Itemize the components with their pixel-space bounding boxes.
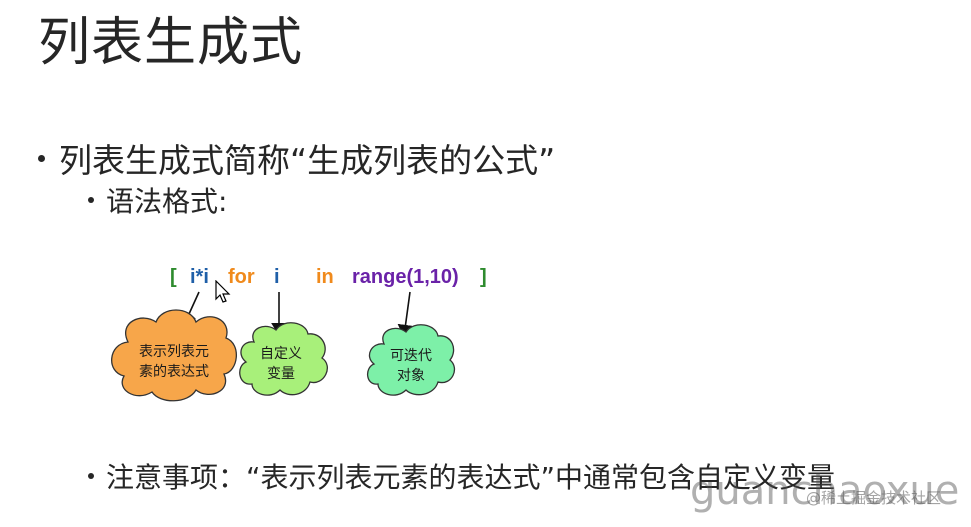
iterable-arrow (397, 291, 414, 338)
bullet-dot (38, 154, 45, 162)
expression-cloud-label: 表示列表元 素的表达式 (132, 342, 216, 382)
close-bracket: ] (480, 266, 487, 288)
mouse-pointer-icon (215, 280, 231, 303)
bullet-definition: 列表生成式简称“生成列表的公式” (38, 134, 555, 182)
cloud-label-line: 可迭代 (390, 348, 432, 364)
variable-cloud-label: 自定义 变量 (250, 344, 312, 384)
cloud-label-line: 对象 (397, 368, 425, 384)
cloud-label-line: 变量 (267, 366, 295, 382)
bullet-dot (88, 197, 94, 203)
variable-text: i (274, 266, 280, 288)
bullet-syntax: 语法格式: (88, 180, 227, 220)
slide-title: 列表生成式 (38, 13, 304, 73)
open-bracket: [ (170, 266, 177, 288)
bullet-text: 列表生成式简称“生成列表的公式” (59, 141, 556, 180)
iterable-text: range(1,10) (352, 266, 459, 288)
cloud-label-line: 素的表达式 (139, 364, 209, 380)
watermark-text: guanchaoxue (690, 468, 960, 514)
bullet-dot (88, 473, 94, 479)
iterable-cloud-label: 可迭代 对象 (380, 346, 442, 386)
expression-cloud-shape (111, 309, 237, 402)
cloud-label-line: 自定义 (260, 346, 302, 362)
for-keyword: for (228, 266, 255, 288)
bullet-text: 注意事项：“表示列表元素的表达式”中通常包含自定义变量 (106, 461, 836, 494)
bullet-note: 注意事项：“表示列表元素的表达式”中通常包含自定义变量 (88, 456, 835, 496)
watermark-subtext: @稀土掘金技术社区 (806, 489, 942, 507)
variable-cloud-shape (239, 322, 328, 396)
bullet-text: 语法格式: (106, 185, 228, 218)
expression-text: i*i (190, 266, 209, 288)
in-keyword: in (316, 266, 334, 288)
cloud-label-line: 表示列表元 (139, 344, 209, 360)
iterable-cloud-shape (367, 324, 455, 396)
